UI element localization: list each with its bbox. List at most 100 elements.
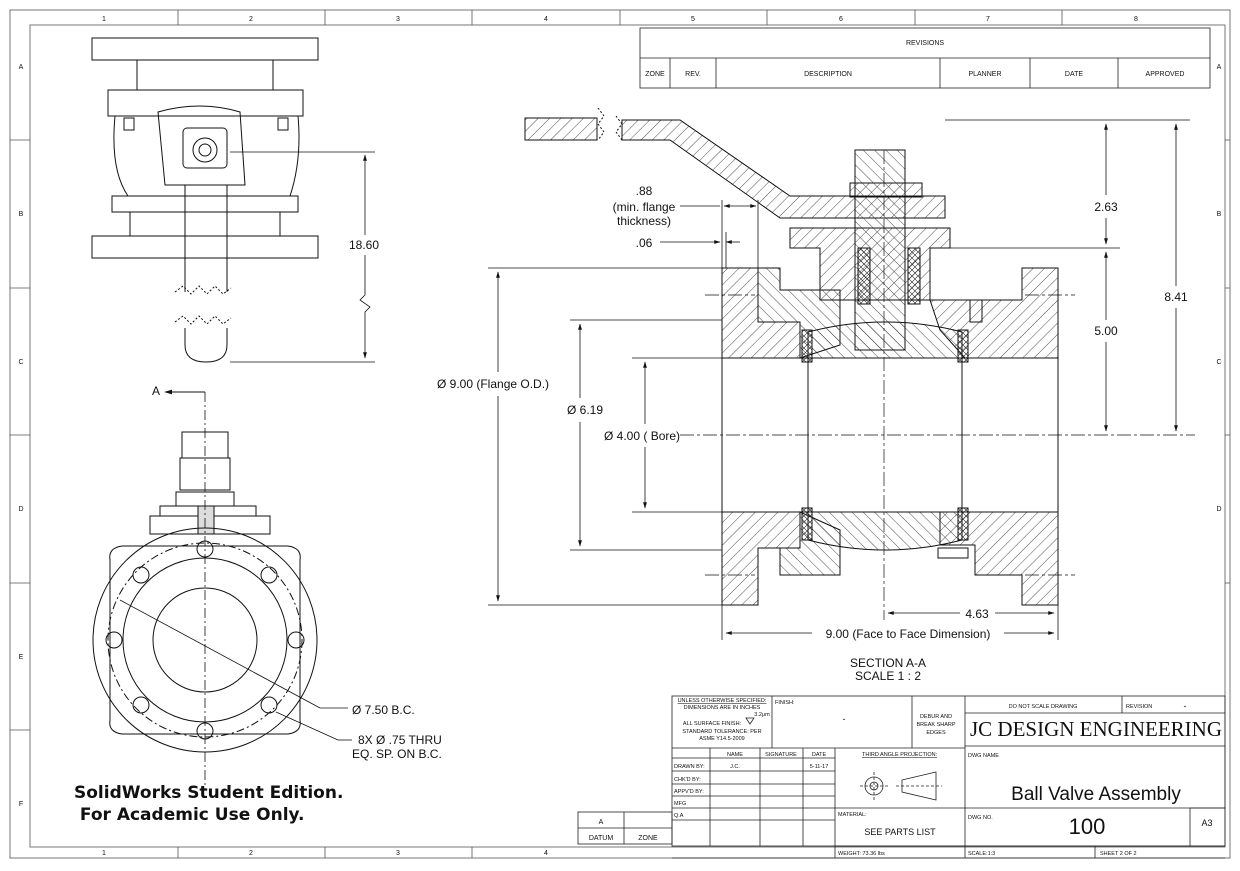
section-label: SECTION A-A bbox=[850, 656, 926, 670]
dim-4-63: 4.63 bbox=[965, 607, 989, 621]
border-column-labels: 1 2 3 4 5 6 7 8 1 2 3 4 bbox=[102, 16, 1138, 857]
tb-finish-label: FINISH: bbox=[775, 700, 795, 706]
section-scale: SCALE 1 : 2 bbox=[855, 669, 921, 683]
rev-header: DATE bbox=[1065, 71, 1083, 78]
col-label: 8 bbox=[1134, 16, 1138, 23]
revisions-title: REVISIONS bbox=[906, 40, 944, 47]
tb-do-not-scale: DO NOT SCALE DRAWING bbox=[1009, 704, 1078, 710]
holes-label-line2: EQ. SP. ON B.C. bbox=[352, 747, 442, 761]
tb-company: JC DESIGN ENGINEERING bbox=[970, 717, 1222, 741]
zone-label: ZONE bbox=[638, 835, 658, 842]
tb-col-date: DATE bbox=[812, 752, 827, 758]
dim-88-note-1: (min. flange bbox=[613, 200, 676, 214]
tb-drawn-by: DRAWN BY: bbox=[674, 764, 705, 770]
row-label: B bbox=[19, 211, 24, 218]
bolt-callout-leaders bbox=[119, 599, 352, 741]
col-label: 1 bbox=[102, 850, 106, 857]
tb-chkd-by: CHK'D BY: bbox=[674, 777, 701, 783]
col-label: 2 bbox=[249, 16, 253, 23]
tb-projection: THIRD ANGLE PROJECTION: bbox=[862, 752, 938, 758]
bolt-hole bbox=[105, 540, 305, 740]
tb-revision-value: - bbox=[1184, 701, 1187, 711]
tb-notes-5: ASME Y14.5-2009 bbox=[699, 736, 744, 742]
tb-weight: WEIGHT: 73.36 lbs bbox=[838, 851, 885, 857]
dim-5-00: 5.00 bbox=[1094, 324, 1118, 338]
row-label: A bbox=[19, 64, 24, 71]
tb-notes-1: UNLESS OTHERWISE SPECIFIED: bbox=[678, 698, 767, 704]
dim-88: .88 bbox=[636, 184, 653, 198]
tb-debur-2: BREAK SHARP bbox=[916, 722, 955, 728]
watermark-line-2: For Academic Use Only. bbox=[74, 805, 305, 825]
col-label: 3 bbox=[396, 850, 400, 857]
section-view bbox=[524, 107, 1059, 606]
rev-header: REV. bbox=[685, 71, 701, 78]
section-marker-label: A bbox=[152, 384, 160, 398]
front-elevation-view bbox=[91, 37, 319, 363]
datum-label: DATUM bbox=[589, 835, 614, 842]
datum-value: A bbox=[599, 819, 604, 826]
section-centerlines bbox=[680, 150, 1195, 620]
end-view bbox=[92, 392, 318, 790]
tb-qa: Q.A bbox=[674, 813, 684, 819]
tb-drawn-date: 5-11-17 bbox=[810, 764, 829, 770]
col-label: 5 bbox=[691, 16, 695, 23]
dim-06: .06 bbox=[636, 236, 653, 250]
datum-box: A DATUM ZONE bbox=[577, 811, 673, 845]
bolt-circle-label: Ø 7.50 B.C. bbox=[352, 703, 415, 717]
tb-drawn-name: J.C. bbox=[730, 764, 740, 770]
dim-bore: Ø 4.00 ( Bore) bbox=[604, 429, 680, 443]
row-label: A bbox=[1217, 64, 1222, 71]
holes-label-line1: 8X Ø .75 THRU bbox=[358, 733, 442, 747]
tb-dwg-no-label: DWG NO. bbox=[968, 815, 993, 821]
col-label: 4 bbox=[544, 16, 548, 23]
watermark-line-1: SolidWorks Student Edition. bbox=[74, 783, 344, 803]
row-label: E bbox=[19, 654, 24, 661]
rev-header: DESCRIPTION bbox=[804, 71, 852, 78]
dim-2-63: 2.63 bbox=[1094, 200, 1118, 214]
tb-scale: SCALE:1:3 bbox=[968, 851, 995, 857]
tb-revision-label: REVISION bbox=[1126, 704, 1152, 710]
tb-sheet: SHEET 2 OF 2 bbox=[1100, 851, 1137, 857]
tb-dwg-name: Ball Valve Assembly bbox=[1011, 784, 1181, 805]
dim-88-note-2: thickness) bbox=[617, 214, 671, 228]
dim-18-60: 18.60 bbox=[349, 238, 379, 252]
revisions-table: REVISIONS ZONE REV. DESCRIPTION PLANNER … bbox=[639, 27, 1211, 89]
col-label: 7 bbox=[986, 16, 990, 23]
row-label: B bbox=[1217, 211, 1222, 218]
border-row-labels: A B C D E F A B C D bbox=[18, 64, 1221, 808]
rev-header: PLANNER bbox=[968, 71, 1001, 78]
section-dimension-lines bbox=[488, 119, 1190, 640]
tb-col-signature: SIGNATURE bbox=[765, 752, 797, 758]
tb-appvd-by: APPV'D BY: bbox=[674, 789, 704, 795]
dim-face-to-face: 9.00 (Face to Face Dimension) bbox=[826, 627, 991, 641]
tb-material-label: MATERIAL: bbox=[838, 812, 867, 818]
tb-sheet-size: A3 bbox=[1201, 818, 1212, 828]
col-label: 2 bbox=[249, 850, 253, 857]
tb-material-value: SEE PARTS LIST bbox=[864, 827, 936, 837]
tb-debur-3: EDGES bbox=[926, 730, 946, 736]
row-label: D bbox=[1216, 506, 1221, 513]
col-label: 6 bbox=[839, 16, 843, 23]
rev-header: ZONE bbox=[645, 71, 665, 78]
tb-dwg-no: 100 bbox=[1069, 814, 1106, 839]
col-label: 4 bbox=[544, 850, 548, 857]
tb-dwg-name-label: DWG NAME bbox=[968, 753, 999, 759]
rev-header: APPROVED bbox=[1146, 71, 1185, 78]
tb-notes-2: DIMENSIONS ARE IN INCHES bbox=[684, 705, 761, 711]
tb-col-name: NAME bbox=[727, 752, 743, 758]
row-label: D bbox=[18, 506, 23, 513]
tb-notes-finish-val: 3.2μm bbox=[754, 712, 770, 718]
watermark: SolidWorks Student Edition. For Academic… bbox=[74, 782, 343, 826]
title-block: UNLESS OTHERWISE SPECIFIED: DIMENSIONS A… bbox=[671, 695, 1226, 859]
dim-flange-od: Ø 9.00 (Flange O.D.) bbox=[437, 377, 549, 391]
tb-finish-value: - bbox=[843, 714, 846, 724]
col-label: 1 bbox=[102, 16, 106, 23]
sheet-border bbox=[9, 9, 1231, 859]
col-label: 3 bbox=[396, 16, 400, 23]
tb-notes-3: ALL SURFACE FINISH: bbox=[683, 721, 742, 727]
section-dimension-text: .88 (min. flange thickness) .06 2.63 8.4… bbox=[437, 184, 1188, 641]
row-label: F bbox=[19, 801, 23, 808]
row-label: C bbox=[18, 359, 23, 366]
